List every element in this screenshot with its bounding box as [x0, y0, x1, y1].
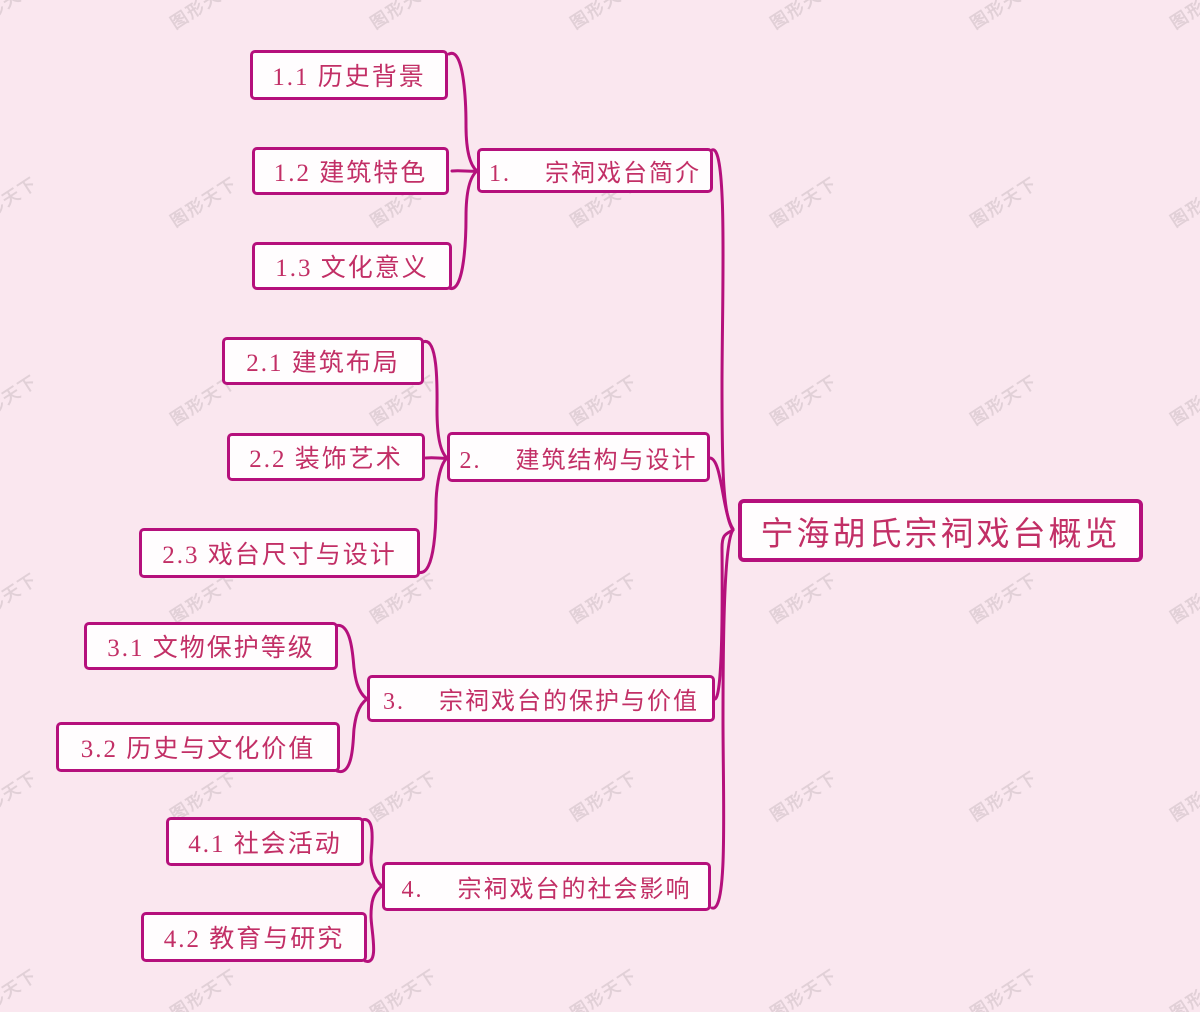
- child-node-3-2[interactable]: 3.2 历史与文化价值: [56, 722, 340, 772]
- child-node-label: 1.1 历史背景: [272, 64, 426, 91]
- child-node-2-2[interactable]: 2.2 装饰艺术: [227, 433, 425, 481]
- branch-node-label: 3. 宗祠戏台的保护与价值: [383, 689, 699, 715]
- child-node-label: 4.2 教育与研究: [163, 926, 345, 953]
- branch-node-3[interactable]: 3. 宗祠戏台的保护与价值: [367, 675, 715, 722]
- connector-branch4-child2: [363, 884, 384, 963]
- child-node-label: 2.1 建筑布局: [246, 350, 400, 377]
- child-node-2-1[interactable]: 2.1 建筑布局: [222, 337, 424, 385]
- connector-root-branch-1: [710, 148, 735, 532]
- child-node-1-3[interactable]: 1.3 文化意义: [252, 242, 452, 290]
- child-node-label: 3.2 历史与文化价值: [80, 736, 316, 763]
- connector-root-branch-4: [710, 528, 735, 910]
- branch-node-4[interactable]: 4. 宗祠戏台的社会影响: [382, 862, 711, 911]
- connector-branch4-child1: [360, 818, 384, 888]
- root-node[interactable]: 宁海胡氏宗祠戏台概览: [738, 499, 1143, 562]
- root-node-label: 宁海胡氏宗祠戏台概览: [760, 516, 1121, 553]
- connector-branch3-child1: [333, 624, 369, 701]
- connector-branch2-child1: [421, 340, 449, 460]
- child-node-4-1[interactable]: 4.1 社会活动: [166, 817, 364, 866]
- connector-root-branch-2: [708, 456, 735, 531]
- child-node-3-1[interactable]: 3.1 文物保护等级: [84, 622, 338, 670]
- branch-node-label: 1. 宗祠戏台简介: [489, 161, 701, 187]
- child-node-1-2[interactable]: 1.2 建筑特色: [252, 147, 449, 195]
- connector-branch3-child2: [335, 697, 369, 773]
- branch-node-2[interactable]: 2. 建筑结构与设计: [447, 432, 710, 482]
- child-node-label: 1.3 文化意义: [275, 255, 429, 282]
- connector-branch1-child3: [447, 169, 479, 290]
- connector-branch2-child2: [424, 456, 449, 460]
- child-node-label: 3.1 文物保护等级: [107, 635, 315, 662]
- connector-branch2-child3: [416, 456, 449, 574]
- connector-root-branch-3: [713, 528, 735, 701]
- child-node-2-3[interactable]: 2.3 戏台尺寸与设计: [139, 528, 420, 578]
- child-node-1-1[interactable]: 1.1 历史背景: [250, 50, 448, 100]
- child-node-label: 1.2 建筑特色: [273, 160, 428, 187]
- branch-node-label: 4. 宗祠戏台的社会影响: [401, 877, 692, 903]
- branch-node-label: 2. 建筑结构与设计: [459, 447, 698, 474]
- child-node-label: 2.3 戏台尺寸与设计: [162, 542, 397, 569]
- connector-branch1-child1: [447, 52, 479, 173]
- child-node-label: 4.1 社会活动: [188, 830, 342, 858]
- child-node-label: 2.2 装饰艺术: [249, 446, 403, 473]
- branch-node-1[interactable]: 1. 宗祠戏台简介: [477, 148, 713, 193]
- connector-branch1-child2: [450, 169, 479, 173]
- child-node-4-2[interactable]: 4.2 教育与研究: [141, 912, 367, 962]
